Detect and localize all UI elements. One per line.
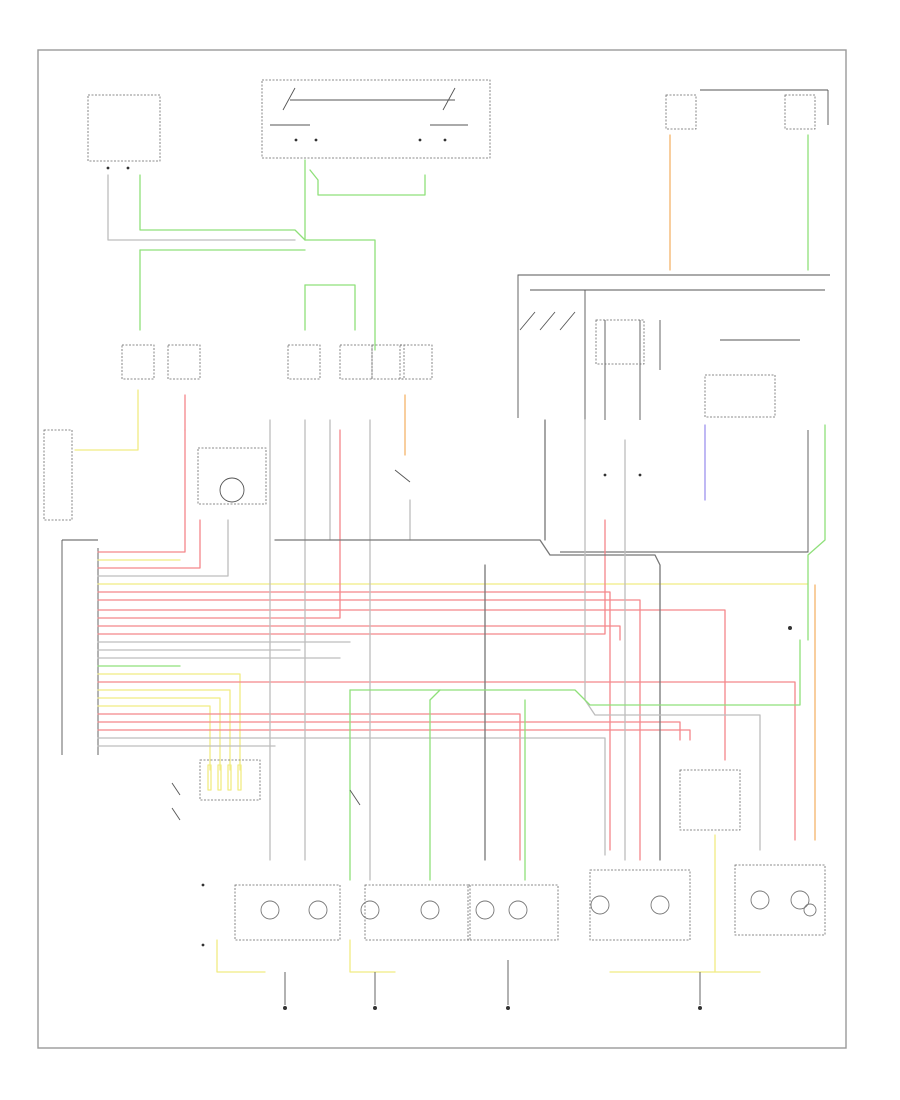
vertical-wires [74, 134, 826, 973]
right-control-module [517, 274, 830, 553]
top-right-fuses [665, 89, 829, 130]
left-sensor [43, 429, 267, 521]
tail-light-right-inner [734, 864, 826, 936]
top-left-relay [87, 94, 161, 170]
tail-light-left-inner [589, 869, 691, 941]
light-assemblies [199, 759, 826, 941]
rear-light-left [234, 884, 341, 941]
mid-fuses [121, 344, 433, 821]
harness-wires [97, 429, 809, 861]
main-connector [61, 539, 99, 755]
rear-light-right [364, 884, 471, 941]
license-light [467, 884, 559, 941]
top-switch-assembly [261, 79, 491, 159]
ground-points [201, 626, 792, 1010]
diagram-frame [37, 49, 847, 1049]
